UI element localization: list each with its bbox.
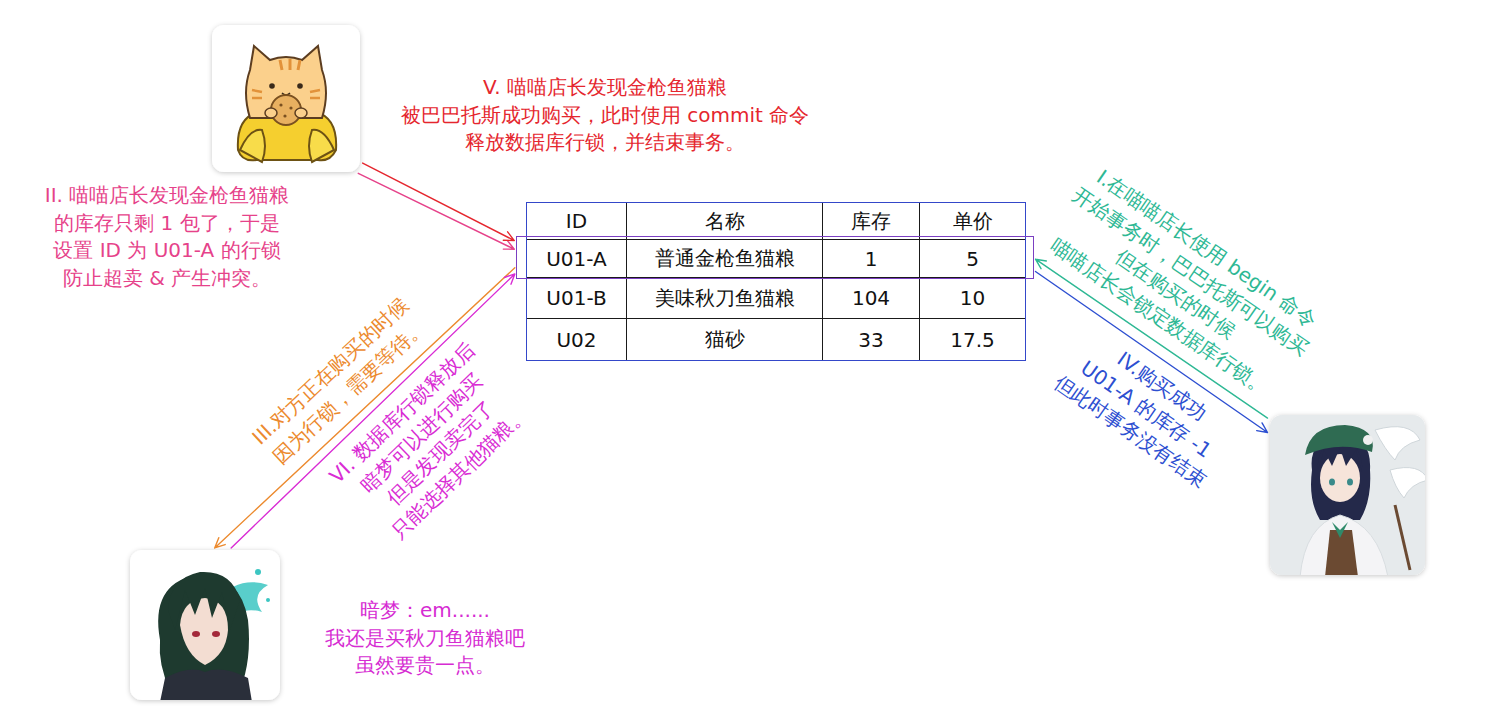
text-line: V. 喵喵店长发现金枪鱼猫粮 (401, 74, 809, 102)
eye (1329, 479, 1335, 486)
cat-paw (295, 108, 307, 118)
text-line: 暗梦：em...... (325, 597, 525, 625)
table-cell: U01-B (527, 278, 627, 319)
anmeng-figure (158, 569, 270, 700)
text-line: 的库存只剩 1 包了，于是 (45, 210, 290, 238)
table-cell: 猫砂 (627, 319, 823, 360)
table-cell: 名称 (627, 203, 823, 240)
table-cell: U01-A (527, 240, 627, 278)
step-annotation: II. 喵喵店长发现金枪鱼猫粮 的库存只剩 1 包了，于是 设置 ID 为 U0… (45, 182, 290, 292)
text-line: 防止超卖 & 产生冲突。 (45, 265, 290, 293)
bow (1332, 522, 1348, 538)
biscuit-dot (279, 103, 282, 106)
eye (212, 631, 220, 637)
table-cell: 10 (920, 278, 1025, 319)
text-line: 被巴巴托斯成功购买，此时使用 commit 命令 (401, 102, 809, 130)
eye (192, 631, 200, 637)
cat-stripes (280, 59, 300, 70)
vest (1325, 530, 1358, 575)
step-annotation: V. 喵喵店长发现金枪鱼猫粮 被巴巴托斯成功购买，此时使用 commit 命令 … (401, 74, 809, 157)
cape (1300, 515, 1388, 575)
table-cell: U02 (527, 319, 627, 360)
teal-dot (266, 598, 270, 602)
face (1320, 454, 1360, 502)
cat-eye (269, 83, 275, 89)
feather (1390, 468, 1425, 498)
text-line: 释放数据库行锁，并结束事务。 (401, 129, 809, 157)
hat-flower (1363, 435, 1373, 445)
speech-note: 暗梦：em...... 我还是买秋刀鱼猫粮吧 虽然要贵一点。 (325, 597, 525, 680)
avatar-card (130, 550, 280, 700)
text-line: 我还是买秋刀鱼猫粮吧 (325, 625, 525, 653)
table-cell: 普通金枪鱼猫粮 (627, 240, 823, 278)
feather (1375, 427, 1420, 460)
table-cell: 104 (823, 278, 920, 319)
barbatos-figure (1300, 425, 1425, 575)
teal-dot (255, 569, 261, 575)
table-cell: 33 (823, 319, 920, 360)
staff (1395, 505, 1410, 570)
table-cell: 库存 (823, 203, 920, 240)
text-line: II. 喵喵店长发现金枪鱼猫粮 (45, 182, 290, 210)
anmeng-avatar (130, 550, 280, 702)
text-line: 虽然要贵一点。 (325, 652, 525, 680)
locked-row: U01-A普通金枪鱼猫粮15 (517, 237, 1033, 278)
flow-arrow (358, 173, 514, 249)
text-line: 设置 ID 为 U01-A 的行锁 (45, 237, 290, 265)
barbatos-avatar (1270, 415, 1428, 577)
cat-eye (297, 83, 303, 89)
avatar-card (1270, 415, 1425, 575)
cat-paw (265, 108, 277, 118)
inventory-table: ID名称库存单价 U01-B美味秋刀鱼猫粮10410U02猫砂3317.5 U01-… (527, 203, 1025, 360)
banana-flap (309, 130, 334, 162)
avatar-card (212, 25, 360, 172)
table-cell: 17.5 (920, 319, 1025, 360)
hair-bangs (168, 572, 240, 630)
face (180, 598, 228, 665)
flow-arrow (363, 163, 515, 240)
table-cell: 美味秋刀鱼猫粮 (627, 278, 823, 319)
table-cell: 单价 (920, 203, 1025, 240)
cat-avatar (212, 25, 360, 172)
coat (160, 670, 252, 700)
avatar-card (212, 25, 360, 172)
banana-flap (240, 130, 265, 162)
eye (1347, 479, 1353, 486)
cat-figure (238, 46, 336, 162)
table-cell: ID (527, 203, 627, 240)
biscuit-dot (283, 114, 286, 117)
hat (1305, 425, 1373, 455)
table-cell: 1 (823, 240, 920, 278)
biscuit-dot (289, 106, 292, 109)
table-cell: 5 (920, 240, 1025, 278)
